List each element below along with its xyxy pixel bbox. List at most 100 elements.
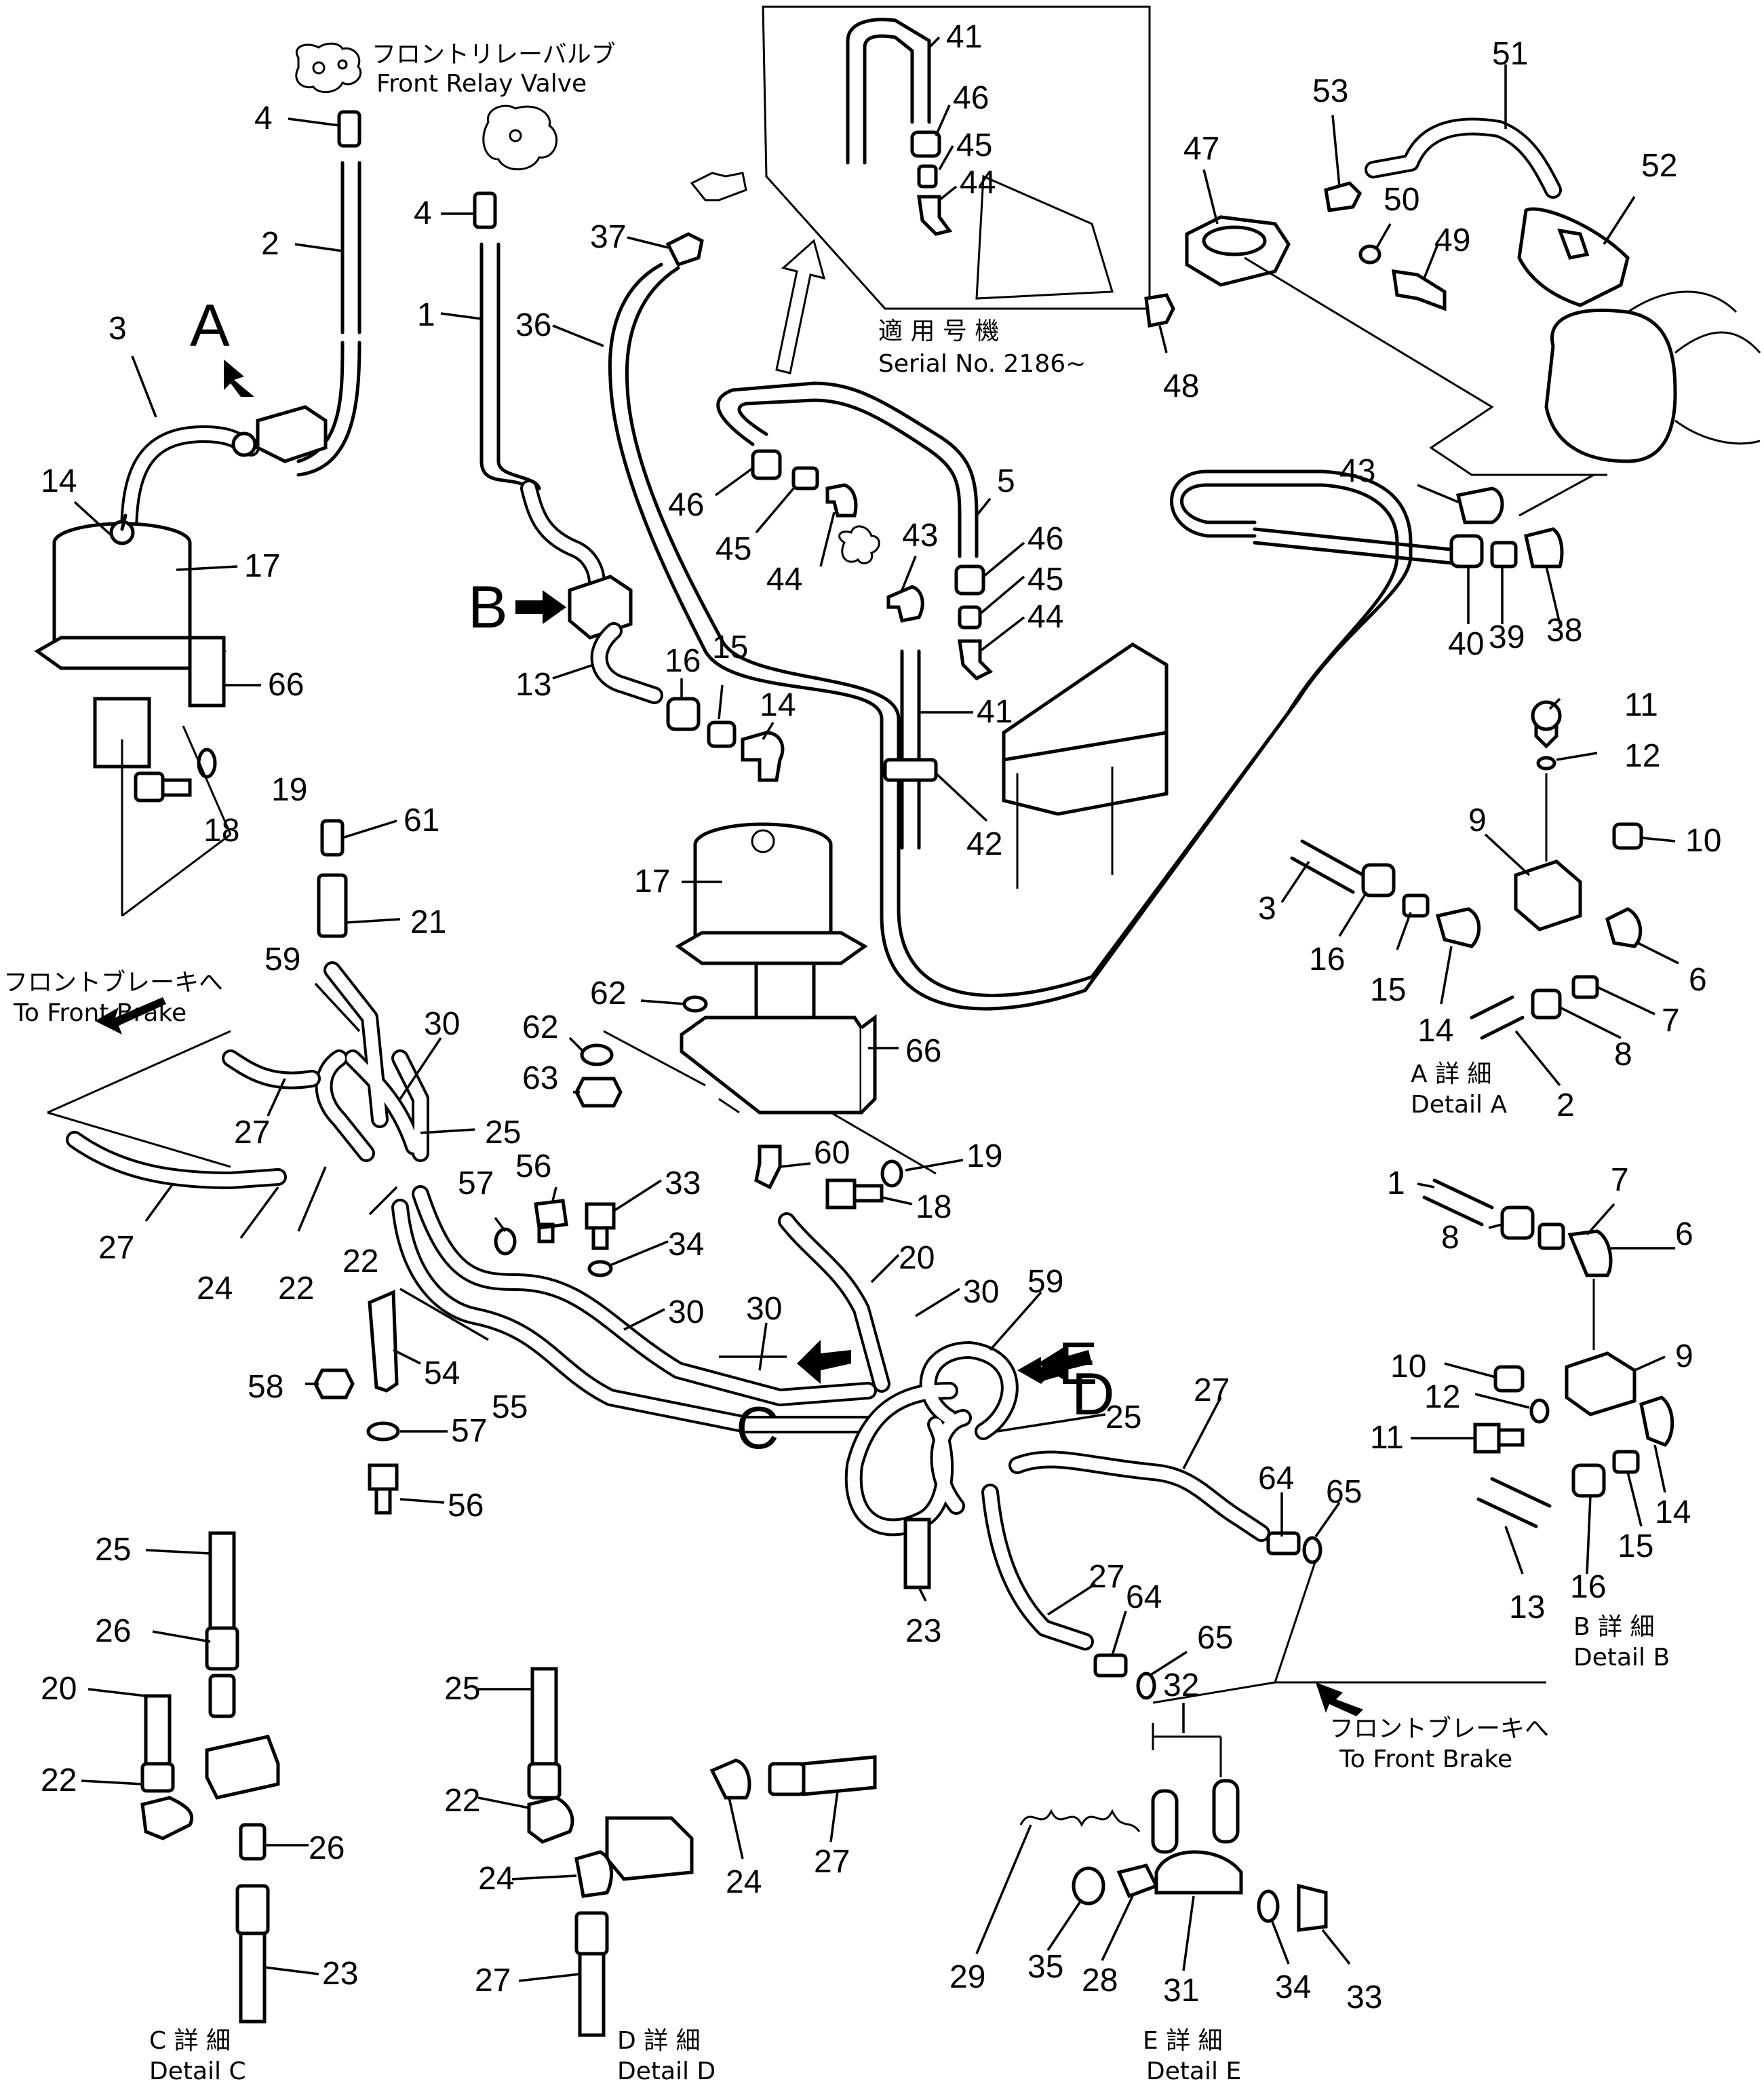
callout-49: 49 xyxy=(1434,223,1470,258)
detail-A-jp-caption: A 詳 細 xyxy=(1411,1060,1492,1088)
to-front-brake-jp-left: フロントブレーキへ xyxy=(3,969,223,997)
elbow-44a xyxy=(825,483,858,518)
callout-16-center: 16 xyxy=(665,643,701,679)
callout-27-left-lower: 27 xyxy=(98,1230,134,1266)
detail-A-callout-6: 6 xyxy=(1689,962,1707,998)
callout-66-center: 66 xyxy=(905,1033,941,1069)
bolt-33-center xyxy=(585,1202,616,1250)
detail-B-callout-14: 14 xyxy=(1655,1494,1691,1530)
elbow-38 xyxy=(1524,527,1564,568)
clamp-42 xyxy=(883,758,938,782)
elbow-44b xyxy=(958,639,994,681)
detail-D-callout-27-right: 27 xyxy=(814,1844,850,1880)
sleeve-39 xyxy=(1490,541,1518,568)
detail-B-callout-10: 10 xyxy=(1390,1349,1426,1385)
callout-42: 42 xyxy=(966,826,1002,862)
detail-E-en-caption: Detail E xyxy=(1146,2058,1241,2085)
to-front-brake-en-right: To Front Brake xyxy=(1339,1745,1512,1773)
elbow-37 xyxy=(665,232,704,267)
pipe-5 xyxy=(716,381,979,558)
fitting-21 xyxy=(317,873,348,938)
callout-14-center: 14 xyxy=(760,687,796,723)
callout-18-left: 18 xyxy=(203,813,239,849)
compressor-52 xyxy=(1517,207,1761,463)
bolt-56-upper xyxy=(534,1199,568,1243)
callout-44-b: 44 xyxy=(1027,599,1063,635)
callout-30-bracket: 30 xyxy=(746,1291,782,1327)
detail-B-callout-11: 11 xyxy=(1370,1420,1404,1456)
detail-C-callout-25: 25 xyxy=(95,1532,131,1568)
callout-46-b: 46 xyxy=(1027,521,1063,557)
detail-D xyxy=(527,1667,877,2037)
detail-D-callout-24-left: 24 xyxy=(478,1861,514,1897)
detail-B-callout-7: 7 xyxy=(1611,1162,1629,1198)
oring-65a xyxy=(1302,1536,1322,1564)
sleeve-45a xyxy=(791,466,819,490)
detail-A-callout-7: 7 xyxy=(1662,1003,1680,1039)
callout-19-left: 19 xyxy=(271,772,307,808)
fitting-4-left xyxy=(337,110,361,148)
detail-B xyxy=(1422,1178,1674,1528)
callout-39: 39 xyxy=(1489,619,1525,655)
callout-1: 1 xyxy=(417,297,435,333)
washer-50 xyxy=(1358,244,1381,265)
detail-A-callout-10: 10 xyxy=(1685,823,1721,859)
callout-37: 37 xyxy=(590,219,626,255)
detail-E-callout-31: 31 xyxy=(1163,1973,1199,2009)
nut-46a xyxy=(751,449,782,480)
callout-61: 61 xyxy=(404,803,439,838)
detail-B-en-caption: Detail B xyxy=(1573,1644,1670,1672)
callout-60: 60 xyxy=(814,1135,850,1171)
callout-43-b: 43 xyxy=(1339,453,1375,489)
view-letter-E: E xyxy=(1058,1330,1098,1397)
callout-46-inset: 46 xyxy=(953,80,989,116)
callout-14-left: 14 xyxy=(41,463,77,499)
callout-48: 48 xyxy=(1163,368,1199,404)
detail-D-callout-25: 25 xyxy=(444,1671,480,1707)
detail-D-callout-27-lower: 27 xyxy=(475,1963,511,1998)
detail-B-callout-15: 15 xyxy=(1618,1528,1653,1564)
detail-E-callout-34: 34 xyxy=(1275,1969,1311,2005)
pipe-36 xyxy=(608,263,1399,1011)
detail-C-callout-23: 23 xyxy=(322,1956,358,1992)
detail-D-callout-24-right: 24 xyxy=(726,1864,762,1900)
callout-56-lower: 56 xyxy=(448,1488,484,1524)
to-front-brake-en-left: To Front Brake xyxy=(13,999,187,1027)
callout-41-inset: 41 xyxy=(946,19,982,55)
callout-59-center: 59 xyxy=(1027,1264,1063,1300)
callout-27-right-upper: 27 xyxy=(1194,1372,1230,1408)
detail-A xyxy=(1290,700,1643,1040)
nut-40 xyxy=(1449,534,1484,568)
callout-56-upper: 56 xyxy=(515,1148,551,1184)
callout-4-center: 4 xyxy=(414,195,432,231)
callout-23: 23 xyxy=(905,1613,941,1649)
detail-B-callout-13: 13 xyxy=(1509,1589,1545,1625)
detail-E-callout-32: 32 xyxy=(1163,1667,1199,1703)
bolt-18-center xyxy=(825,1178,884,1210)
detail-E-jp-caption: E 詳 細 xyxy=(1143,2027,1223,2055)
detail-A-callout-2: 2 xyxy=(1556,1087,1575,1123)
arrow-to-front-brake-right-icon xyxy=(1316,1682,1363,1716)
arrow-E-icon xyxy=(1038,1347,1092,1380)
callout-2: 2 xyxy=(261,226,279,262)
air-tank-17-center xyxy=(675,822,877,1115)
callout-53: 53 xyxy=(1312,73,1348,109)
detail-E-callout-28: 28 xyxy=(1082,1963,1118,1998)
inset-pipe-41 xyxy=(846,18,931,165)
callout-25-center: 25 xyxy=(1105,1399,1141,1435)
callout-59-left: 59 xyxy=(264,942,300,978)
callout-57-upper: 57 xyxy=(458,1165,494,1201)
elbow-60 xyxy=(754,1144,782,1190)
serial-inset-frame xyxy=(762,5,1151,310)
sleeve-15 xyxy=(707,720,737,748)
detail-E-callout-29: 29 xyxy=(949,1959,985,1995)
callout-3: 3 xyxy=(109,311,127,347)
callout-40: 40 xyxy=(1448,626,1484,662)
air-tank-17-left xyxy=(34,522,227,769)
callout-34-center: 34 xyxy=(668,1227,704,1262)
callout-55: 55 xyxy=(492,1389,528,1425)
pipe-41 xyxy=(900,649,921,850)
callout-27-left-upper: 27 xyxy=(234,1115,270,1151)
to-front-brake-jp-right: フロントブレーキへ xyxy=(1329,1715,1549,1743)
nut-58 xyxy=(313,1368,355,1399)
